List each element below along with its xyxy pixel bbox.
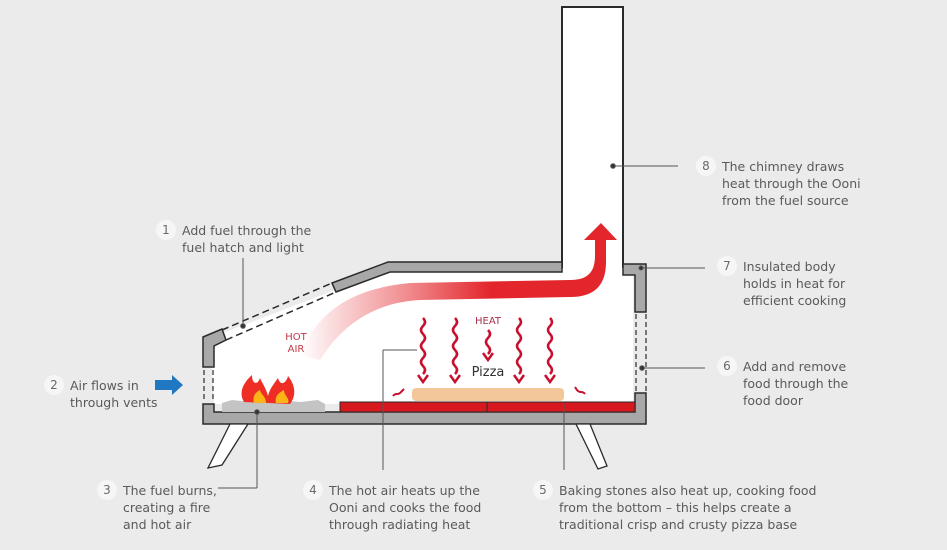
callout-3: 3 The fuel burns, creating a fire and ho… xyxy=(97,480,217,533)
step-badge: 7 xyxy=(717,256,737,276)
leader-8 xyxy=(610,163,678,169)
heat-label: HEAT xyxy=(475,316,502,327)
heat-wave-arrow xyxy=(515,317,523,375)
baking-stone-left xyxy=(339,401,488,413)
heat-wave-arrow xyxy=(419,317,427,375)
callout-text: Add fuel through the fuel hatch and ligh… xyxy=(182,223,312,255)
heat-arrows xyxy=(416,317,557,385)
fuel-bed xyxy=(222,399,325,412)
callout-text: The hot air heats up the Ooni and cooks … xyxy=(329,483,482,532)
callout-7: 7 Insulated body holds in heat for effic… xyxy=(717,256,847,309)
air-curl-left xyxy=(392,388,405,397)
callout-5: 5 Baking stones also heat up, cooking fo… xyxy=(533,480,817,533)
hot-air-flow xyxy=(300,223,617,360)
leader-4 xyxy=(382,349,417,470)
step-badge: 1 xyxy=(156,220,176,240)
heat-wave-arrow xyxy=(484,329,492,355)
oven-interior xyxy=(210,268,633,404)
step-badge: 8 xyxy=(696,156,716,176)
food-door xyxy=(635,314,647,393)
left-wall-top xyxy=(202,328,227,368)
heat-arrowhead xyxy=(481,352,495,363)
heat-arrowhead xyxy=(416,374,430,385)
callout-1: 1 Add fuel through the fuel hatch and li… xyxy=(156,220,312,256)
right-wall-top xyxy=(622,263,647,313)
heat-wave-arrow xyxy=(451,317,459,375)
fuel-hatch xyxy=(221,282,337,341)
right-leg xyxy=(574,423,608,470)
callout-6: 6 Add and remove food through the food d… xyxy=(717,356,849,409)
callout-2: 2 Air flows in through vents xyxy=(44,375,158,411)
leader-3 xyxy=(218,409,260,489)
callout-4: 4 The hot air heats up the Ooni and cook… xyxy=(303,480,482,533)
fire-icon xyxy=(241,375,295,404)
leader-6 xyxy=(639,365,705,371)
heat-wave-arrow xyxy=(546,317,554,375)
step-badge: 2 xyxy=(44,375,64,395)
air-curl-right xyxy=(574,386,586,395)
heat-arrowhead xyxy=(448,374,462,385)
step-badge: 3 xyxy=(97,480,117,500)
callout-text: Baking stones also heat up, cooking food… xyxy=(559,483,817,532)
leader-7 xyxy=(638,265,705,271)
top-wall xyxy=(330,261,563,293)
pizza xyxy=(412,388,564,401)
heat-arrowhead xyxy=(512,374,526,385)
oven-base xyxy=(202,392,647,425)
step-badge: 6 xyxy=(717,356,737,376)
callout-text: Insulated body holds in heat for efficie… xyxy=(743,259,847,308)
step-badge: 5 xyxy=(533,480,553,500)
callout-text: Add and remove food through the food doo… xyxy=(743,359,849,408)
callout-text: The fuel burns, creating a fire and hot … xyxy=(123,483,217,532)
heat-arrowhead xyxy=(543,374,557,385)
air-inflow-arrow-icon xyxy=(155,375,183,395)
pizza-label: Pizza xyxy=(472,365,505,380)
callout-8: 8 The chimney draws heat through the Oon… xyxy=(696,156,861,209)
hot-air-label-2: AIR xyxy=(288,344,305,355)
step-badge: 4 xyxy=(303,480,323,500)
chimney xyxy=(561,6,624,273)
baking-stone-right xyxy=(486,401,636,413)
callout-text: Air flows in through vents xyxy=(70,378,158,410)
callout-text: The chimney draws heat through the Ooni … xyxy=(722,159,861,208)
hot-air-label: HOT xyxy=(285,332,307,343)
leader-1 xyxy=(240,258,246,329)
left-leg xyxy=(206,423,250,469)
air-vents xyxy=(203,370,214,402)
